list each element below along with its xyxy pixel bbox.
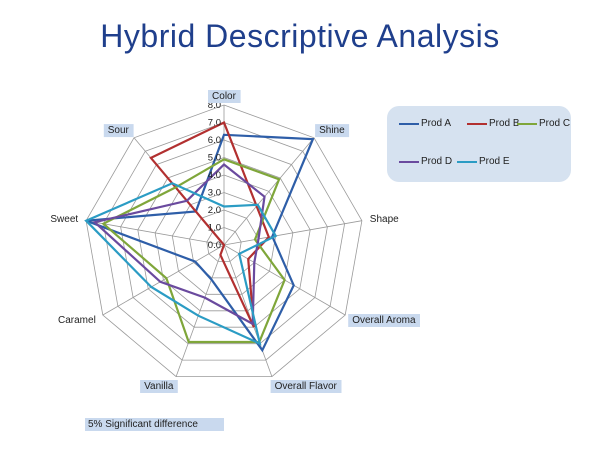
- legend-item-prod-d: Prod D: [399, 156, 452, 167]
- legend-item-prod-b: Prod B: [467, 118, 520, 129]
- legend-swatch: [399, 160, 419, 163]
- axis-label-vanilla: Vanilla: [140, 380, 178, 393]
- axis-label-background: [140, 380, 178, 393]
- axis-label-caramel: Caramel: [58, 315, 96, 326]
- axis-label-text: Vanilla: [144, 381, 174, 392]
- legend-item-prod-e: Prod E: [457, 156, 510, 167]
- axis-label-color: Color: [208, 90, 241, 103]
- tick-label: 2.0: [208, 205, 221, 216]
- axis-label-background: [315, 124, 350, 138]
- legend-item-prod-a: Prod A: [399, 118, 451, 129]
- legend-item-prod-c: Prod C: [517, 118, 570, 129]
- axis-label-overall-flavor: Overall Flavor: [270, 380, 342, 393]
- significance-note: 5% Significant difference: [85, 418, 224, 431]
- legend-label: Prod B: [489, 118, 520, 129]
- axis-label-background: [348, 314, 420, 327]
- legend-swatch: [517, 122, 537, 125]
- series-line-prod-d: [92, 163, 266, 326]
- axis-label-text: Shine: [319, 125, 345, 136]
- axis-label-sweet: Sweet: [50, 214, 78, 225]
- series-line-prod-c: [101, 158, 286, 344]
- legend-label: Prod D: [421, 156, 453, 167]
- tick-label: 5.0: [208, 153, 221, 164]
- tick-label: 8.0: [208, 100, 221, 111]
- legend-label: Prod C: [539, 118, 571, 129]
- axis-label-text: Overall Flavor: [275, 381, 338, 392]
- tick-label: 3.0: [208, 188, 221, 199]
- grid-ring: [102, 122, 346, 361]
- tick-label: 0.0: [208, 240, 221, 251]
- tick-label: 6.0: [208, 135, 221, 146]
- axis-spoke: [175, 244, 225, 377]
- axis-label-background: [208, 90, 241, 103]
- axis-label-text: Caramel: [58, 315, 96, 326]
- axis-label-background: [270, 380, 342, 393]
- radar-series: [84, 120, 315, 353]
- axis-label-text: Sweet: [50, 214, 78, 225]
- series-line-prod-e: [84, 182, 278, 346]
- axis-label-shape: Shape: [370, 214, 399, 225]
- axis-spoke: [223, 137, 315, 246]
- axis-spoke: [86, 220, 225, 246]
- axis-label-text: Color: [212, 91, 237, 102]
- axis-label-sour: Sour: [103, 124, 134, 138]
- legend-swatch: [457, 160, 477, 163]
- axis-label-shine: Shine: [315, 124, 350, 138]
- grid-ring: [85, 104, 363, 378]
- legend-swatch: [467, 122, 487, 125]
- tick-label: 4.0: [208, 170, 221, 181]
- axis-label-text: Sour: [108, 125, 130, 136]
- grid-ring: [189, 209, 259, 279]
- radial-tick-labels: 0.0 1.0 2.0 3.0 4.0 5.0 6.0 7.0 8.0: [208, 100, 221, 251]
- axis-label-overall-aroma: Overall Aroma: [348, 314, 420, 327]
- grid-ring: [154, 174, 294, 312]
- series-line-prod-a: [85, 133, 315, 353]
- grid-ring: [120, 139, 328, 345]
- legend-swatch: [399, 122, 419, 125]
- radar-grid: [85, 104, 363, 378]
- tick-label: 7.0: [208, 118, 221, 129]
- page-title: Hybrid Descriptive Analysis: [100, 18, 500, 54]
- axis-spoke: [223, 220, 362, 246]
- axis-label-background: [103, 124, 134, 138]
- legend-label: Prod E: [479, 156, 510, 167]
- axis-label-text: Overall Aroma: [352, 315, 416, 326]
- tick-label: 1.0: [208, 223, 221, 234]
- axis-label-text: Shape: [370, 214, 399, 225]
- axis-spoke: [223, 244, 273, 377]
- chart-legend: Prod A Prod B Prod C Prod D Prod E: [387, 106, 571, 182]
- axis-spoke: [102, 244, 225, 316]
- legend-label: Prod A: [421, 118, 452, 129]
